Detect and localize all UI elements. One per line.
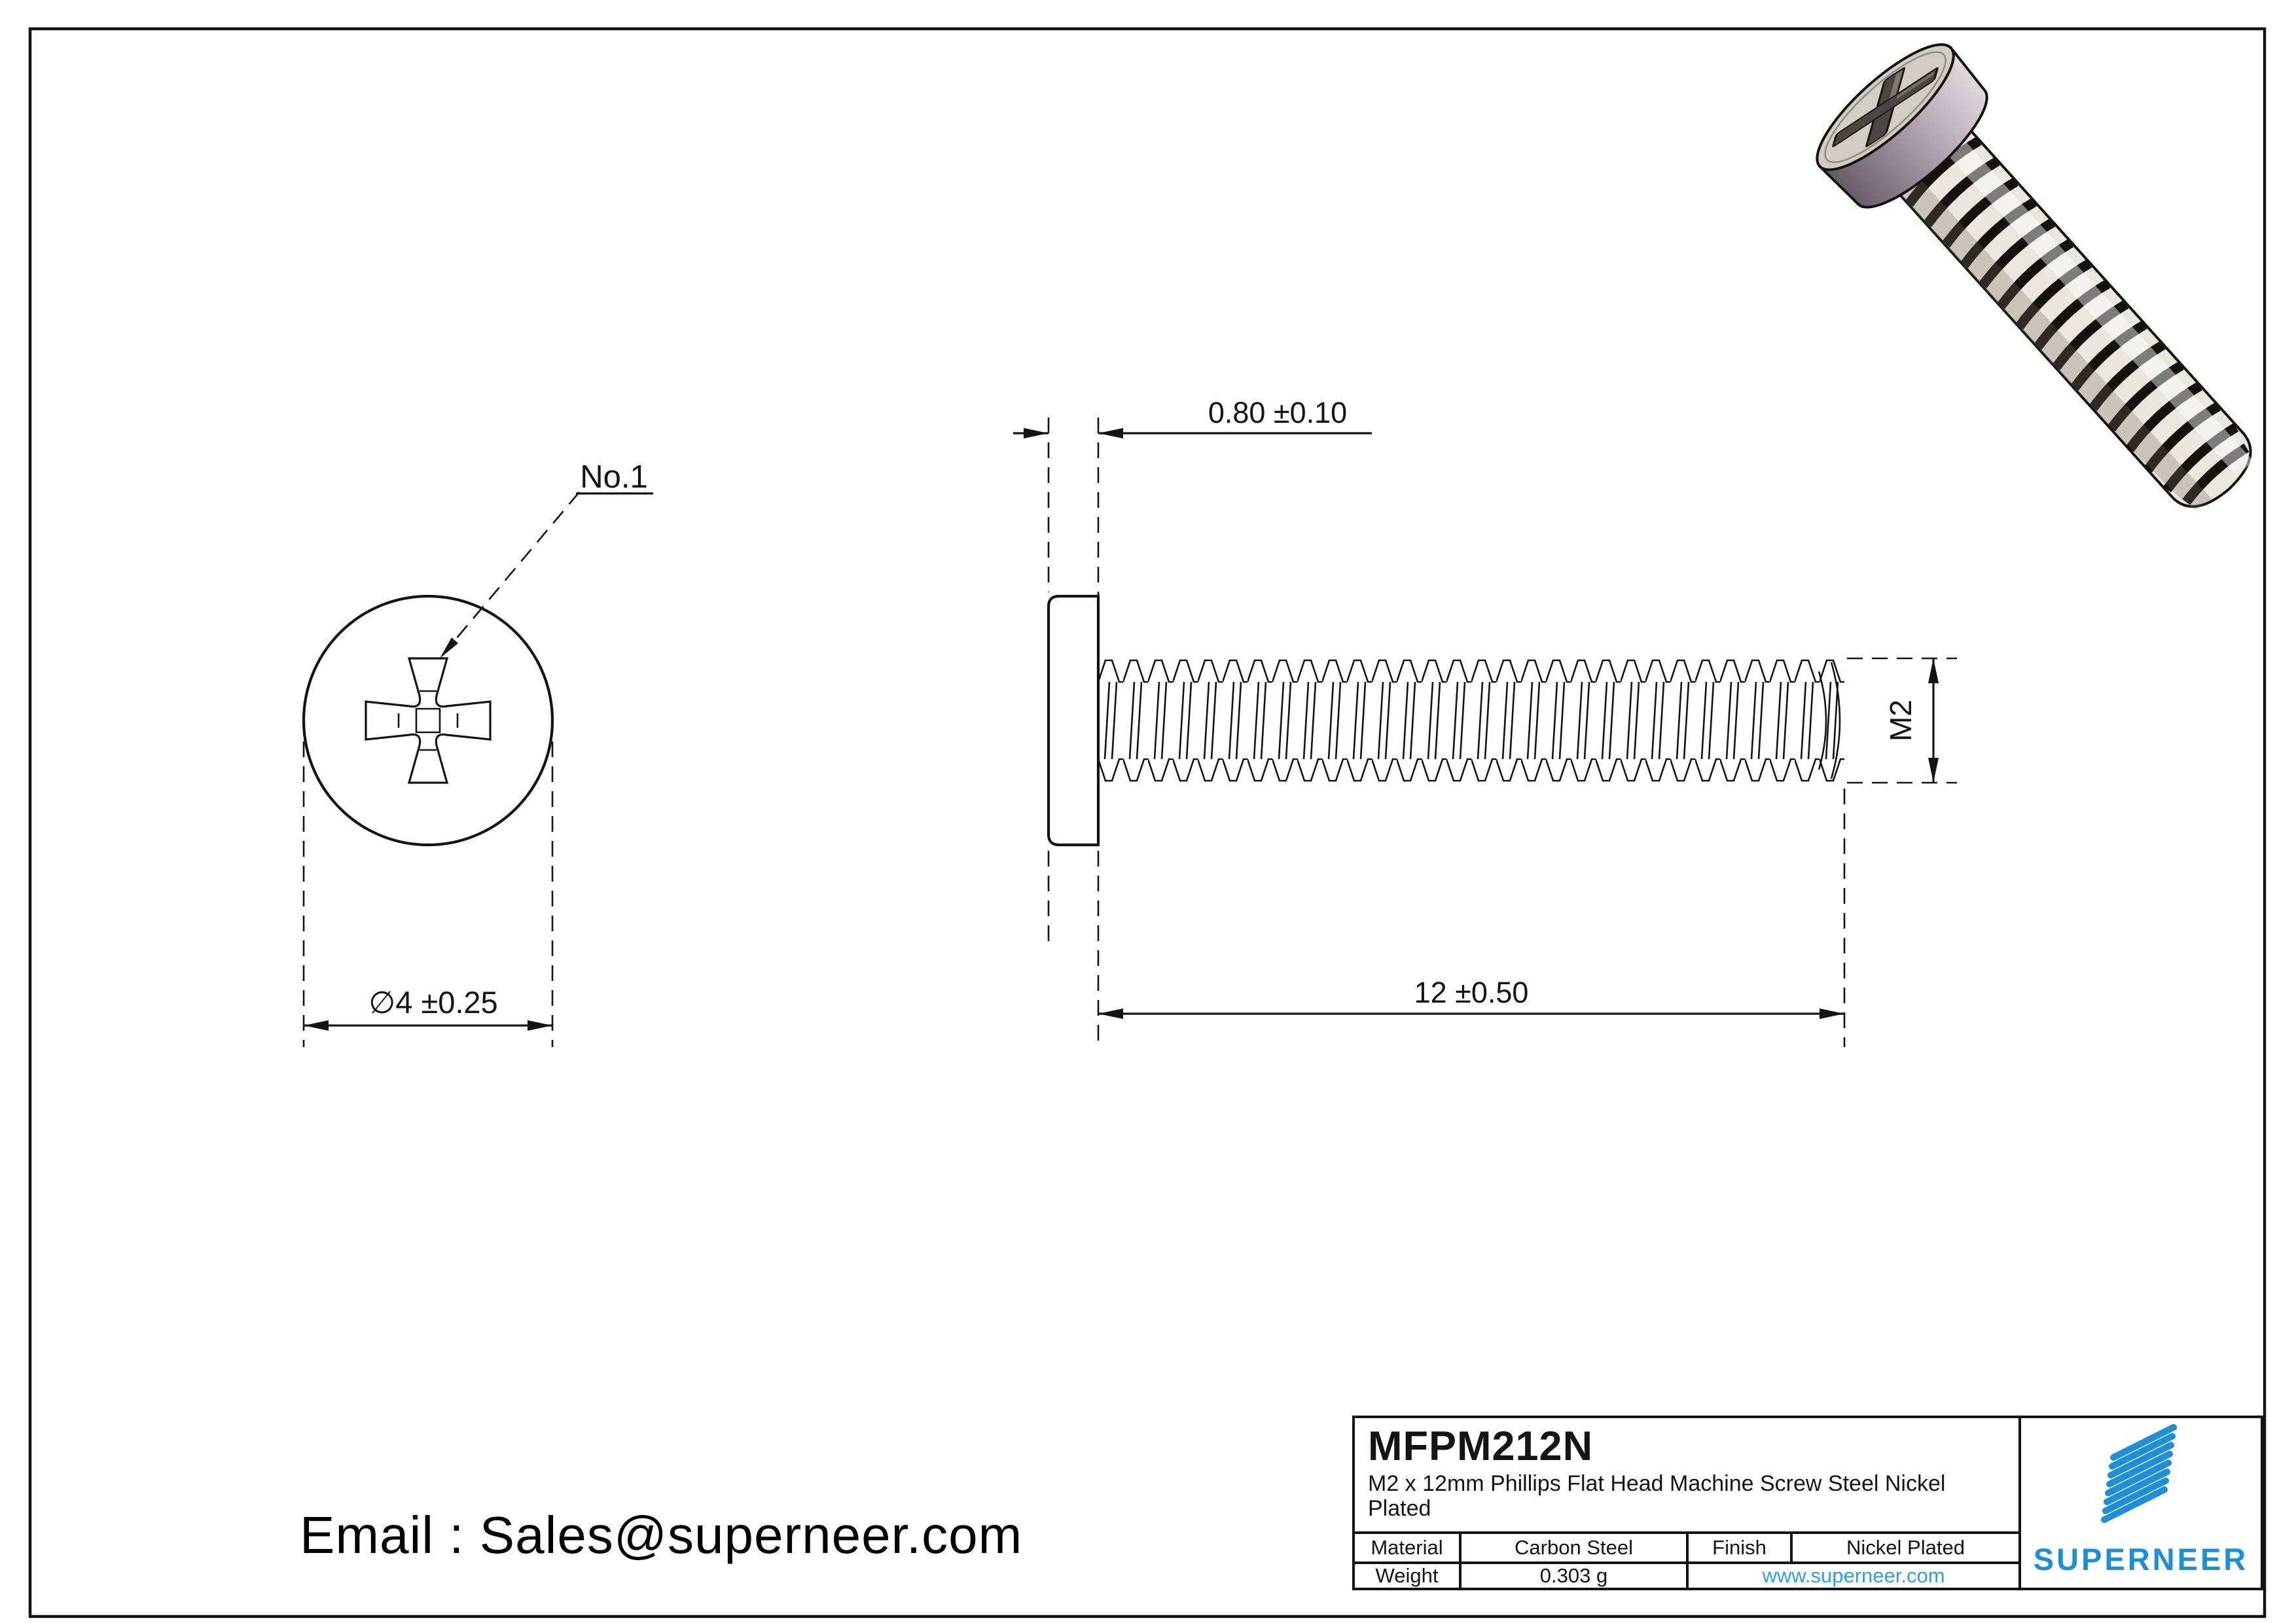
side-head-outline [1047,594,1100,847]
thread-dim-text: M2 [1884,700,1918,741]
render-shaft-highlight [1939,130,2253,476]
length-dim-text: 12 ±0.50 [1414,976,1529,1009]
part-number: MFPM212N [1368,1423,1594,1469]
phillips-center-square [415,707,441,734]
part-description-line2: Plated [1368,1496,1431,1521]
material-label: Material [1355,1534,1462,1561]
brand-logo: SUPERNEER [2021,1418,2261,1588]
side-view: 0.80 ±0.10 12 ±0.50 M2 [1013,396,1957,1047]
material-value: Carbon Steel [1462,1534,1689,1561]
dim-arrowhead-icon [1928,658,1939,683]
dim-arrowhead-icon [304,1020,329,1031]
finish-value: Nickel Plated [1846,1536,1965,1560]
diameter-dim-text: ∅4 ±0.25 [368,985,497,1020]
finish-label: Finish [1689,1534,1793,1561]
leader-line [442,491,580,656]
weight-website-row: Weight 0.303 g www.superneer.com [1355,1561,2018,1588]
recess-label: No.1 [580,459,648,495]
dim-arrowhead-icon [1098,1008,1123,1019]
render-shaft-shadow [1892,169,2213,510]
head-dim-extension-lines [1047,418,1100,1047]
render-shaft [1891,120,2252,508]
page-border [28,27,2267,1618]
leader-arrowhead-icon [440,637,458,658]
title-block-header: MFPM212N M2 x 12mm Phillips Flat Head Ma… [1355,1418,2018,1531]
diameter-extension-lines [302,741,554,1047]
brand-logo-stripes-icon [2101,1424,2177,1524]
head-height-dim-text: 0.80 ±0.10 [1208,396,1347,429]
title-block: MFPM212N M2 x 12mm Phillips Flat Head Ma… [1352,1416,2263,1590]
dim-arrowhead-icon [1024,428,1049,438]
dim-arrowhead-icon [1820,1008,1844,1019]
screw-3d-render [1816,43,2253,510]
part-description-line1: M2 x 12mm Phillips Flat Head Machine Scr… [1368,1471,1946,1496]
dim-arrowhead-icon [528,1020,552,1031]
thread-dim-extension-lines [1847,657,1957,784]
render-thread-bands [1905,136,2250,505]
thread-end-chamfer [1818,662,1841,779]
render-phillips-cross-icon [1832,67,1939,147]
weight-label: Weight [1355,1564,1462,1588]
phillips-recess-detail-lines [397,690,459,751]
render-head-rim [1824,51,1946,164]
phillips-recess-outline [365,657,492,784]
brand-name: SUPERNEER [2033,1542,2249,1577]
title-block-main: MFPM212N M2 x 12mm Phillips Flat Head Ma… [1355,1418,2021,1588]
email-text: Email : Sales@superneer.com [300,1506,1023,1564]
thread-profile [1098,658,1844,783]
part-description: M2 x 12mm Phillips Flat Head Machine Scr… [1368,1471,2009,1521]
website-link[interactable]: www.superneer.com [1762,1564,1945,1587]
weight-value: 0.303 g [1462,1564,1689,1588]
head-outline-circle [302,594,554,847]
dim-arrowhead-icon [1098,428,1123,438]
dim-arrowhead-icon [1928,758,1939,783]
front-view: No.1 ∅4 ±0.25 [302,459,653,1047]
material-finish-row: Material Carbon Steel Finish Nickel Plat… [1355,1531,2018,1561]
